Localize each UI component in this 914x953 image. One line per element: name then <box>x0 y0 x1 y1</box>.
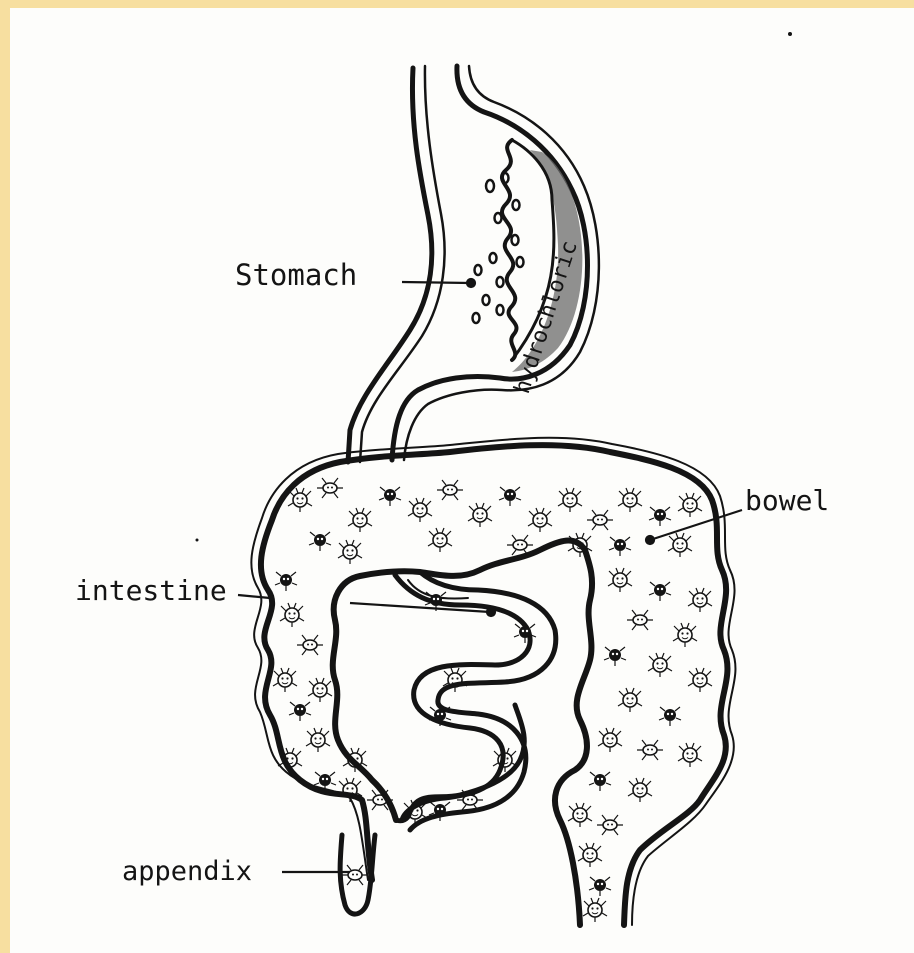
microbe-mark <box>379 487 401 506</box>
microbe-mark <box>568 803 592 827</box>
microbe-mark <box>309 532 331 551</box>
microbe-mark <box>608 568 632 592</box>
microbe-mark <box>558 488 582 512</box>
microbe-mark <box>578 843 602 867</box>
bowel-label: bowel <box>745 484 829 517</box>
intestine-pointer-dot <box>487 608 495 616</box>
microbe-mark <box>678 743 702 767</box>
microbe-mark <box>678 493 702 517</box>
speck-mark <box>196 539 199 542</box>
microbe-mark <box>589 772 611 791</box>
microbe-mark <box>317 478 343 498</box>
microbe-mark <box>604 647 626 666</box>
microbe-mark <box>597 815 623 835</box>
microbe-mark <box>428 528 452 552</box>
stomach-pointer-line <box>402 282 470 283</box>
microbe-mark <box>649 582 671 601</box>
microbe-mark <box>649 507 671 526</box>
microbe-mark <box>289 702 311 721</box>
intestine-label: intestine <box>75 574 227 607</box>
appendix-label: appendix <box>122 856 252 887</box>
microbe-mark <box>673 623 697 647</box>
microbe-mark <box>528 508 552 532</box>
bowel-pointer-dot <box>646 536 654 544</box>
microbe-mark <box>628 778 652 802</box>
microbe-mark <box>468 503 492 527</box>
microbe-mark <box>342 865 368 885</box>
microbe-mark <box>275 572 297 591</box>
microbe-mark <box>288 488 312 512</box>
intestine-pointer-line <box>238 595 270 598</box>
microbe-mark <box>499 487 521 506</box>
microbe-mark <box>280 603 304 627</box>
microbe-mark <box>348 508 372 532</box>
microbe-mark <box>514 624 536 643</box>
microbe-mark <box>297 635 323 655</box>
microbe-mark <box>618 688 642 712</box>
microbe-mark <box>618 488 642 512</box>
microbe-mark <box>583 898 607 922</box>
microbe-mark <box>688 668 712 692</box>
microbe-mark <box>306 728 330 752</box>
microbe-mark <box>587 510 613 530</box>
microbe-mark <box>598 728 622 752</box>
microbe-mark <box>668 533 692 557</box>
microbe-mark <box>648 653 672 677</box>
speck-mark <box>788 32 792 36</box>
stomach-pointer-dot <box>467 279 475 287</box>
microbe-mark <box>637 740 663 760</box>
microbe-mark <box>308 678 332 702</box>
microbe-mark <box>627 610 653 630</box>
microbe-mark <box>659 707 681 726</box>
microbe-mark <box>338 540 362 564</box>
microbe-mark <box>609 537 631 556</box>
microbe-mark <box>589 877 611 896</box>
stomach-label: Stomach <box>235 258 357 292</box>
microbe-mark <box>688 588 712 612</box>
microbe-mark <box>273 668 297 692</box>
microbe-mark <box>408 498 432 522</box>
microbe-mark <box>437 480 463 500</box>
